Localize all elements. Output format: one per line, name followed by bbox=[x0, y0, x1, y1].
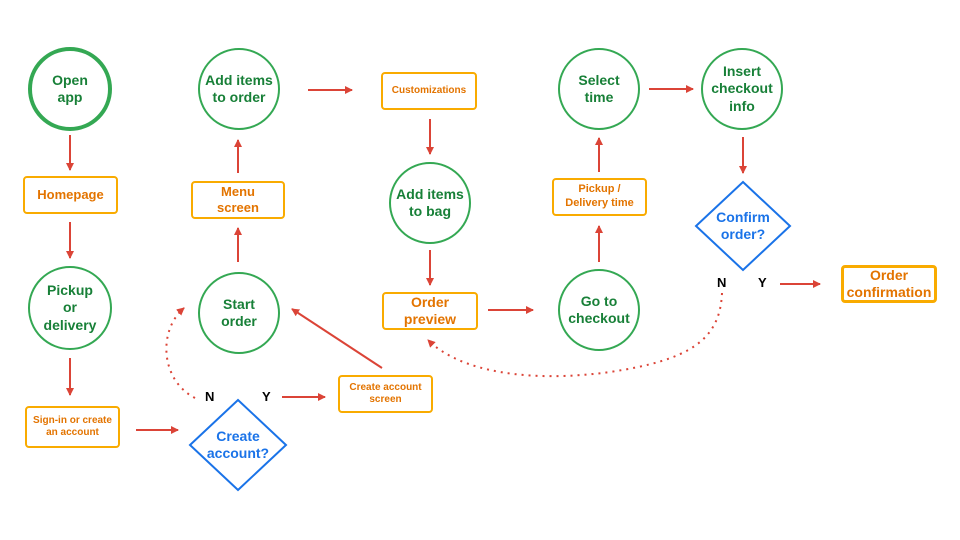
node-menu-screen: Menu screen bbox=[191, 181, 285, 219]
node-start-order: Start order bbox=[198, 272, 280, 354]
decision-create-account-label: Create account? bbox=[206, 427, 270, 462]
node-order-preview: Order preview bbox=[382, 292, 478, 330]
node-pickup-or-delivery: Pickup or delivery bbox=[28, 266, 112, 350]
node-select-time: Select time bbox=[558, 48, 640, 130]
decision-confirm-order-label: Confirm order? bbox=[716, 208, 770, 243]
branch-create-account-yes: Y bbox=[262, 389, 271, 404]
node-create-account-screen: Create account screen bbox=[338, 375, 433, 413]
node-pickup-delivery-time: Pickup / Delivery time bbox=[552, 178, 647, 216]
arrow-create-account-no-to-start-order bbox=[165, 307, 196, 399]
node-start-order-label: Start order bbox=[221, 295, 257, 330]
node-customizations: Customizations bbox=[381, 72, 477, 110]
node-order-preview-label: Order preview bbox=[403, 293, 457, 328]
branch-confirm-order-no: N bbox=[717, 275, 727, 290]
decision-confirm-order-shape bbox=[694, 180, 792, 272]
node-select-time-label: Select time bbox=[578, 71, 620, 106]
arrow-create-screen-to-start-order bbox=[291, 308, 383, 369]
node-pickup-or-delivery-label: Pickup or delivery bbox=[43, 281, 97, 333]
decision-confirm-order: Confirm order? bbox=[693, 180, 793, 272]
branch-create-account-no: N bbox=[205, 389, 215, 404]
decision-create-account-shape bbox=[188, 398, 288, 492]
node-customizations-label: Customizations bbox=[391, 84, 467, 96]
decision-create-account: Create account? bbox=[187, 398, 289, 492]
node-open-app-label: Open app bbox=[52, 71, 88, 106]
node-menu-screen-label: Menu screen bbox=[217, 183, 259, 215]
branch-confirm-order-yes: Y bbox=[758, 275, 767, 290]
node-signin-or-create-label: Sign-in or create an account bbox=[33, 414, 112, 439]
node-add-items-to-order-label: Add items to order bbox=[205, 71, 273, 106]
node-signin-or-create: Sign-in or create an account bbox=[25, 406, 120, 448]
node-go-to-checkout-label: Go to checkout bbox=[568, 292, 630, 327]
node-go-to-checkout: Go to checkout bbox=[558, 269, 640, 351]
node-insert-checkout-info: Insert checkout info bbox=[701, 48, 783, 130]
node-add-items-to-bag-label: Add items to bag bbox=[396, 185, 464, 220]
node-open-app: Open app bbox=[28, 47, 112, 131]
node-add-items-to-order: Add items to order bbox=[198, 48, 280, 130]
node-order-confirmation-label: Order confirmation bbox=[846, 266, 932, 301]
node-pickup-delivery-time-label: Pickup / Delivery time bbox=[565, 183, 634, 209]
node-add-items-to-bag: Add items to bag bbox=[389, 162, 471, 244]
node-homepage: Homepage bbox=[23, 176, 118, 214]
node-insert-checkout-info-label: Insert checkout info bbox=[711, 62, 773, 114]
node-create-account-screen-label: Create account screen bbox=[349, 381, 422, 406]
node-order-confirmation: Order confirmation bbox=[841, 265, 937, 303]
node-homepage-label: Homepage bbox=[37, 186, 104, 202]
